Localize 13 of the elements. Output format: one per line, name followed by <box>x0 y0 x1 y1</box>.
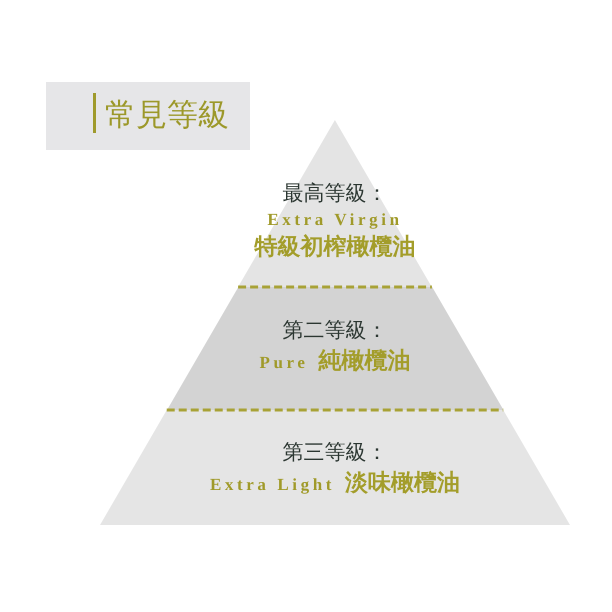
title-text: 常見等級 <box>105 96 229 134</box>
tier-heading: 最高等級： <box>282 181 388 205</box>
grade-name-english: Extra Light <box>210 475 336 494</box>
grade-name-english: Extra Virgin <box>267 210 403 229</box>
grade-name-chinese: 純橄欖油 <box>318 348 410 373</box>
pyramid-tier <box>100 410 570 525</box>
tier-heading: 第二等級： <box>282 318 388 342</box>
pyramid-tier <box>238 120 432 287</box>
grade-name-chinese: 特級初榨橄欖油 <box>254 234 416 259</box>
pyramid-tier <box>166 287 504 410</box>
tier-heading: 第三等級： <box>282 440 388 464</box>
grade-name-chinese: 淡味橄欖油 <box>345 470 460 495</box>
grade-name-english: Pure <box>259 353 308 372</box>
